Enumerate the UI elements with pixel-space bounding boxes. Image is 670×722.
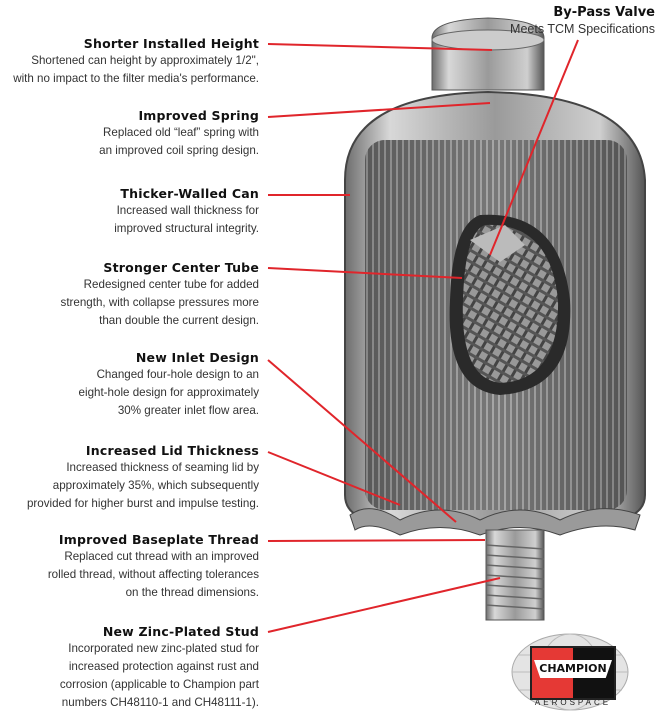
callout-line: an improved coil spring design. (99, 144, 259, 157)
callout-title: Thicker-Walled Can (120, 186, 259, 201)
callout-title: Improved Spring (138, 108, 259, 123)
callout-line: numbers CH48110-1 and CH48111-1). (61, 696, 259, 709)
leader-line (267, 359, 457, 523)
callout-title: Increased Lid Thickness (85, 443, 259, 458)
callout-line: Changed four-hole design to an (96, 368, 259, 381)
callout-line: rolled thread, without affecting toleran… (47, 568, 259, 581)
callout-line: Replaced old “leaf” spring with (103, 126, 259, 139)
leader-line (267, 43, 493, 51)
callout-line: Incorporated new zinc-plated stud for (68, 642, 259, 655)
champion-aerospace-logo: CHAMPION AEROSPACE (503, 632, 623, 712)
callout-line: improved structural integrity. (114, 222, 259, 235)
logo-brand: CHAMPION (534, 660, 612, 678)
callout-title: New Inlet Design (135, 350, 259, 365)
callout-line: 30% greater inlet flow area. (117, 404, 259, 417)
callout-line: Shortened can height by approximately 1/… (31, 54, 259, 67)
logo-badge: CHAMPION (530, 646, 616, 700)
callout-line: than double the current design. (99, 314, 259, 327)
callout-improved-baseplate-thread: Improved Baseplate Thread Replaced cut t… (0, 532, 259, 602)
callout-line: Increased wall thickness for (116, 204, 259, 217)
callout-title: Improved Baseplate Thread (58, 532, 259, 547)
filter-baseplate (349, 508, 641, 536)
threaded-stud (485, 529, 545, 621)
callout-thicker-walled-can: Thicker-Walled Can Increased wall thickn… (0, 186, 259, 238)
callout-line: Increased thickness of seaming lid by (66, 461, 259, 474)
callout-shorter-installed-height: Shorter Installed Height Shortened can h… (0, 36, 259, 88)
logo-sub: AEROSPACE (534, 698, 612, 707)
callout-line: Replaced cut thread with an improved (64, 550, 259, 563)
callout-line: strength, with collapse pressures more (60, 296, 259, 309)
callout-increased-lid-thickness: Increased Lid Thickness Increased thickn… (0, 443, 259, 513)
center-tube (462, 224, 559, 383)
callout-title: Stronger Center Tube (103, 260, 259, 275)
callout-title: New Zinc-Plated Stud (102, 624, 259, 639)
callout-line: on the thread dimensions. (125, 586, 259, 599)
callout-text: Meets TCM Specifications (510, 22, 655, 36)
callout-line: Redesigned center tube for added (83, 278, 259, 291)
callout-new-zinc-plated-stud: New Zinc-Plated Stud Incorporated new zi… (0, 624, 259, 712)
callout-stronger-center-tube: Stronger Center Tube Redesigned center t… (0, 260, 259, 330)
filter-can (344, 90, 646, 523)
leader-line (267, 102, 491, 118)
bypass-valve (470, 225, 525, 262)
callout-line: approximately 35%, which subsequently (52, 479, 259, 492)
leader-line (267, 577, 501, 633)
callout-line: provided for higher burst and impulse te… (26, 497, 259, 510)
callout-line: with no impact to the filter media's per… (13, 72, 259, 85)
callout-title: Shorter Installed Height (83, 36, 259, 51)
callout-line: corrosion (applicable to Champion part (59, 678, 259, 691)
callout-line: eight-hole design for approximately (78, 386, 259, 399)
callout-new-inlet-design: New Inlet Design Changed four-hole desig… (0, 350, 259, 420)
callout-title: By-Pass Valve (553, 5, 655, 20)
leader-line (267, 451, 401, 506)
leader-line (489, 39, 579, 256)
leader-line (267, 539, 486, 542)
callout-line: increased protection against rust and (68, 660, 259, 673)
callout-improved-spring: Improved Spring Replaced old “leaf” spri… (0, 108, 259, 160)
callout-bypass-valve: By-Pass Valve Meets TCM Specifications (490, 4, 655, 38)
leader-line (267, 267, 463, 279)
filter-top-cap (431, 17, 545, 91)
leader-lines (267, 39, 579, 633)
